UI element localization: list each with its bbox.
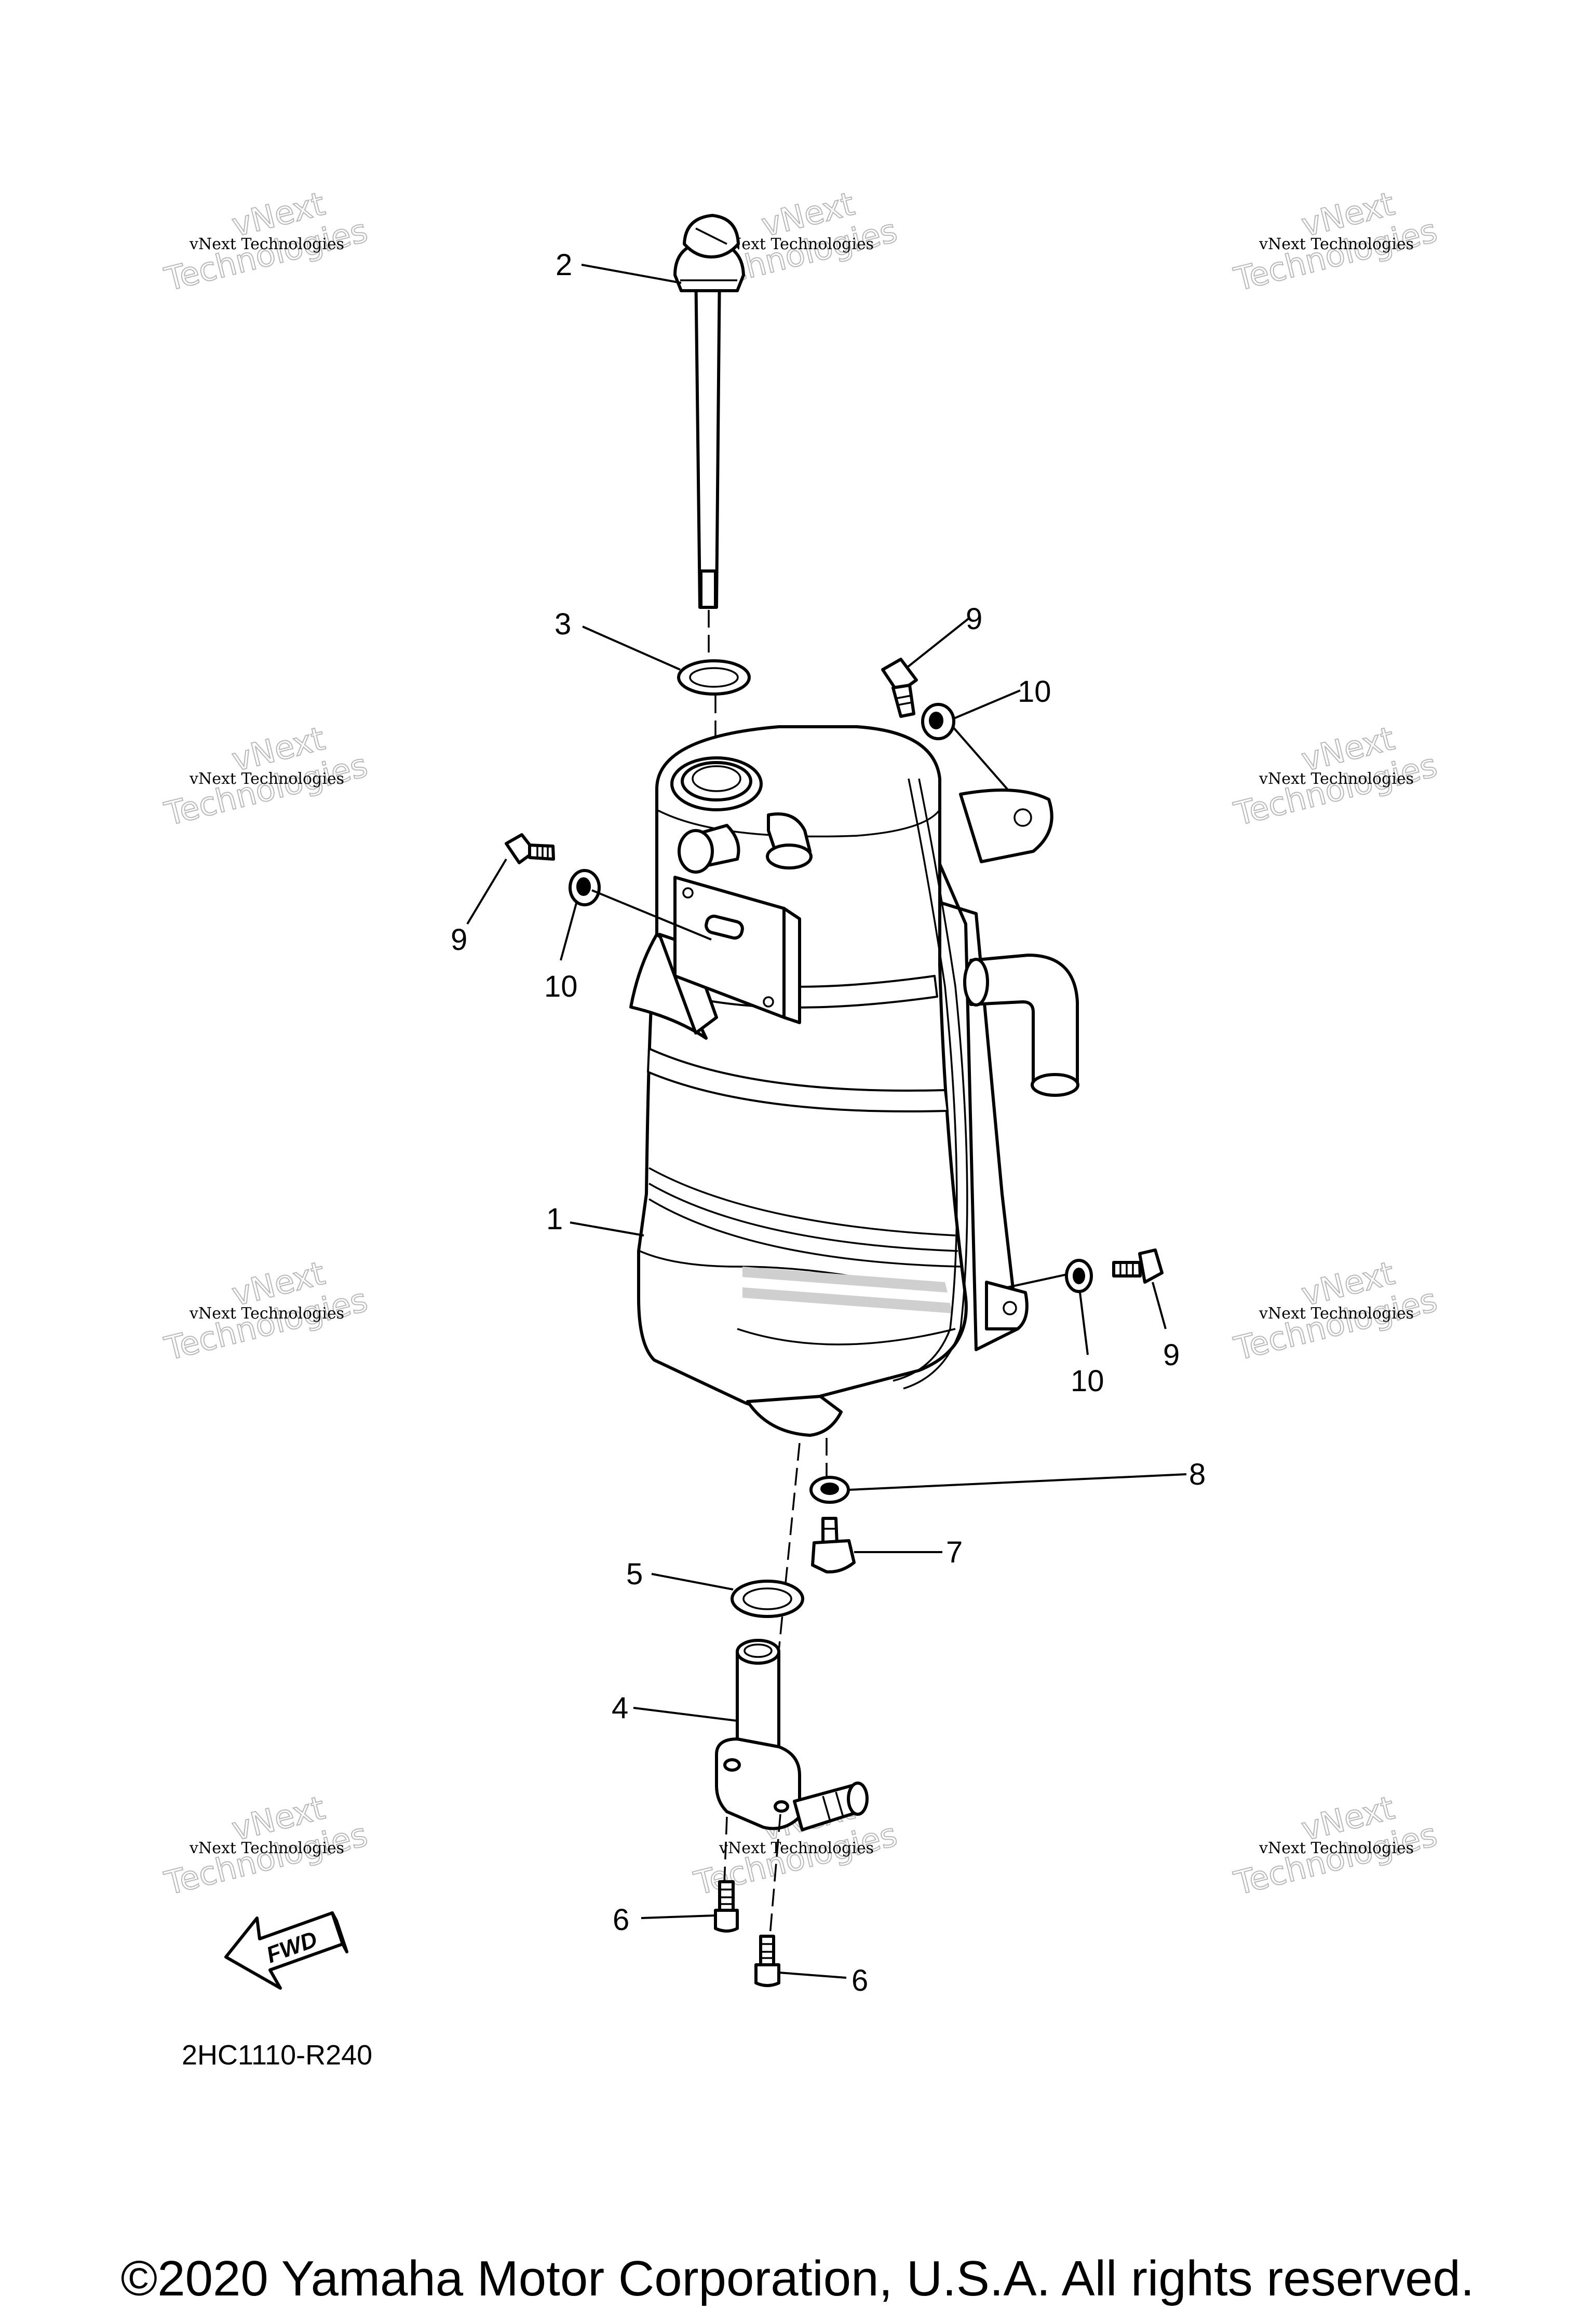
watermark-text: vNext Technologies [189, 770, 344, 788]
callout-3: 3 [555, 607, 571, 641]
callout-9-left: 9 [451, 923, 467, 957]
watermark-text: vNext Technologies [1259, 1839, 1414, 1857]
leader-lines [466, 264, 1187, 1979]
part-drain-washer [809, 1476, 850, 1504]
part-screw-right [754, 1935, 780, 1987]
callout-8: 8 [1189, 1458, 1206, 1491]
part-screw-left [714, 1880, 739, 1933]
part-o-ring-upper [677, 659, 751, 696]
part-drain-bolt [811, 1517, 856, 1574]
part-washer-lower-right [1065, 1259, 1093, 1293]
part-bolt-upper-right [881, 658, 918, 718]
callout-6-left: 6 [613, 1903, 629, 1937]
screw-axis-line-right [768, 1814, 781, 1942]
watermark-text: vNext Technologies [1259, 235, 1414, 253]
callout-9-lower-right: 9 [1163, 1338, 1180, 1372]
drawing-code: 2HC1110-R240 [182, 2040, 373, 2071]
callout-1: 1 [546, 1202, 563, 1236]
watermark-text: vNext Technologies [1259, 1304, 1414, 1323]
fwd-direction-arrow: FWD [224, 1911, 348, 1990]
watermark-text: vNext Technologies [1259, 770, 1414, 788]
callout-5: 5 [626, 1557, 643, 1591]
part-washer-upper-right [921, 703, 955, 740]
part-o-ring-lower [731, 1580, 804, 1618]
copyright-notice: ©2020 Yamaha Motor Corporation, U.S.A. A… [120, 2251, 1475, 2306]
callout-10-left: 10 [544, 970, 578, 1003]
callout-6-right: 6 [851, 1964, 868, 1997]
part-bolt-left [505, 833, 555, 864]
callout-10-lower-right: 10 [1071, 1364, 1104, 1398]
part-suction-pipe [715, 1639, 869, 1831]
part-oil-tank [629, 725, 1079, 1437]
screw-axis-line-left [723, 1816, 728, 1885]
callout-10-upper: 10 [1018, 675, 1051, 709]
part-dipstick [673, 214, 745, 609]
callout-2: 2 [556, 248, 572, 282]
part-washer-left [569, 869, 601, 906]
callout-numbers: 2 3 9 10 9 10 1 10 9 8 7 5 4 6 6 [451, 248, 1206, 1997]
callout-7: 7 [946, 1535, 963, 1569]
watermark-text: vNext Technologies [719, 1839, 874, 1857]
callout-9-upper: 9 [966, 602, 982, 636]
watermark-text: vNext Technologies [719, 235, 874, 253]
watermark-text: vNext Technologies [189, 1839, 344, 1857]
part-bolt-lower-right [1112, 1248, 1164, 1284]
watermark-text: vNext Technologies [189, 235, 344, 253]
watermark-text: vNext Technologies [189, 1304, 344, 1323]
callout-4: 4 [612, 1691, 628, 1725]
